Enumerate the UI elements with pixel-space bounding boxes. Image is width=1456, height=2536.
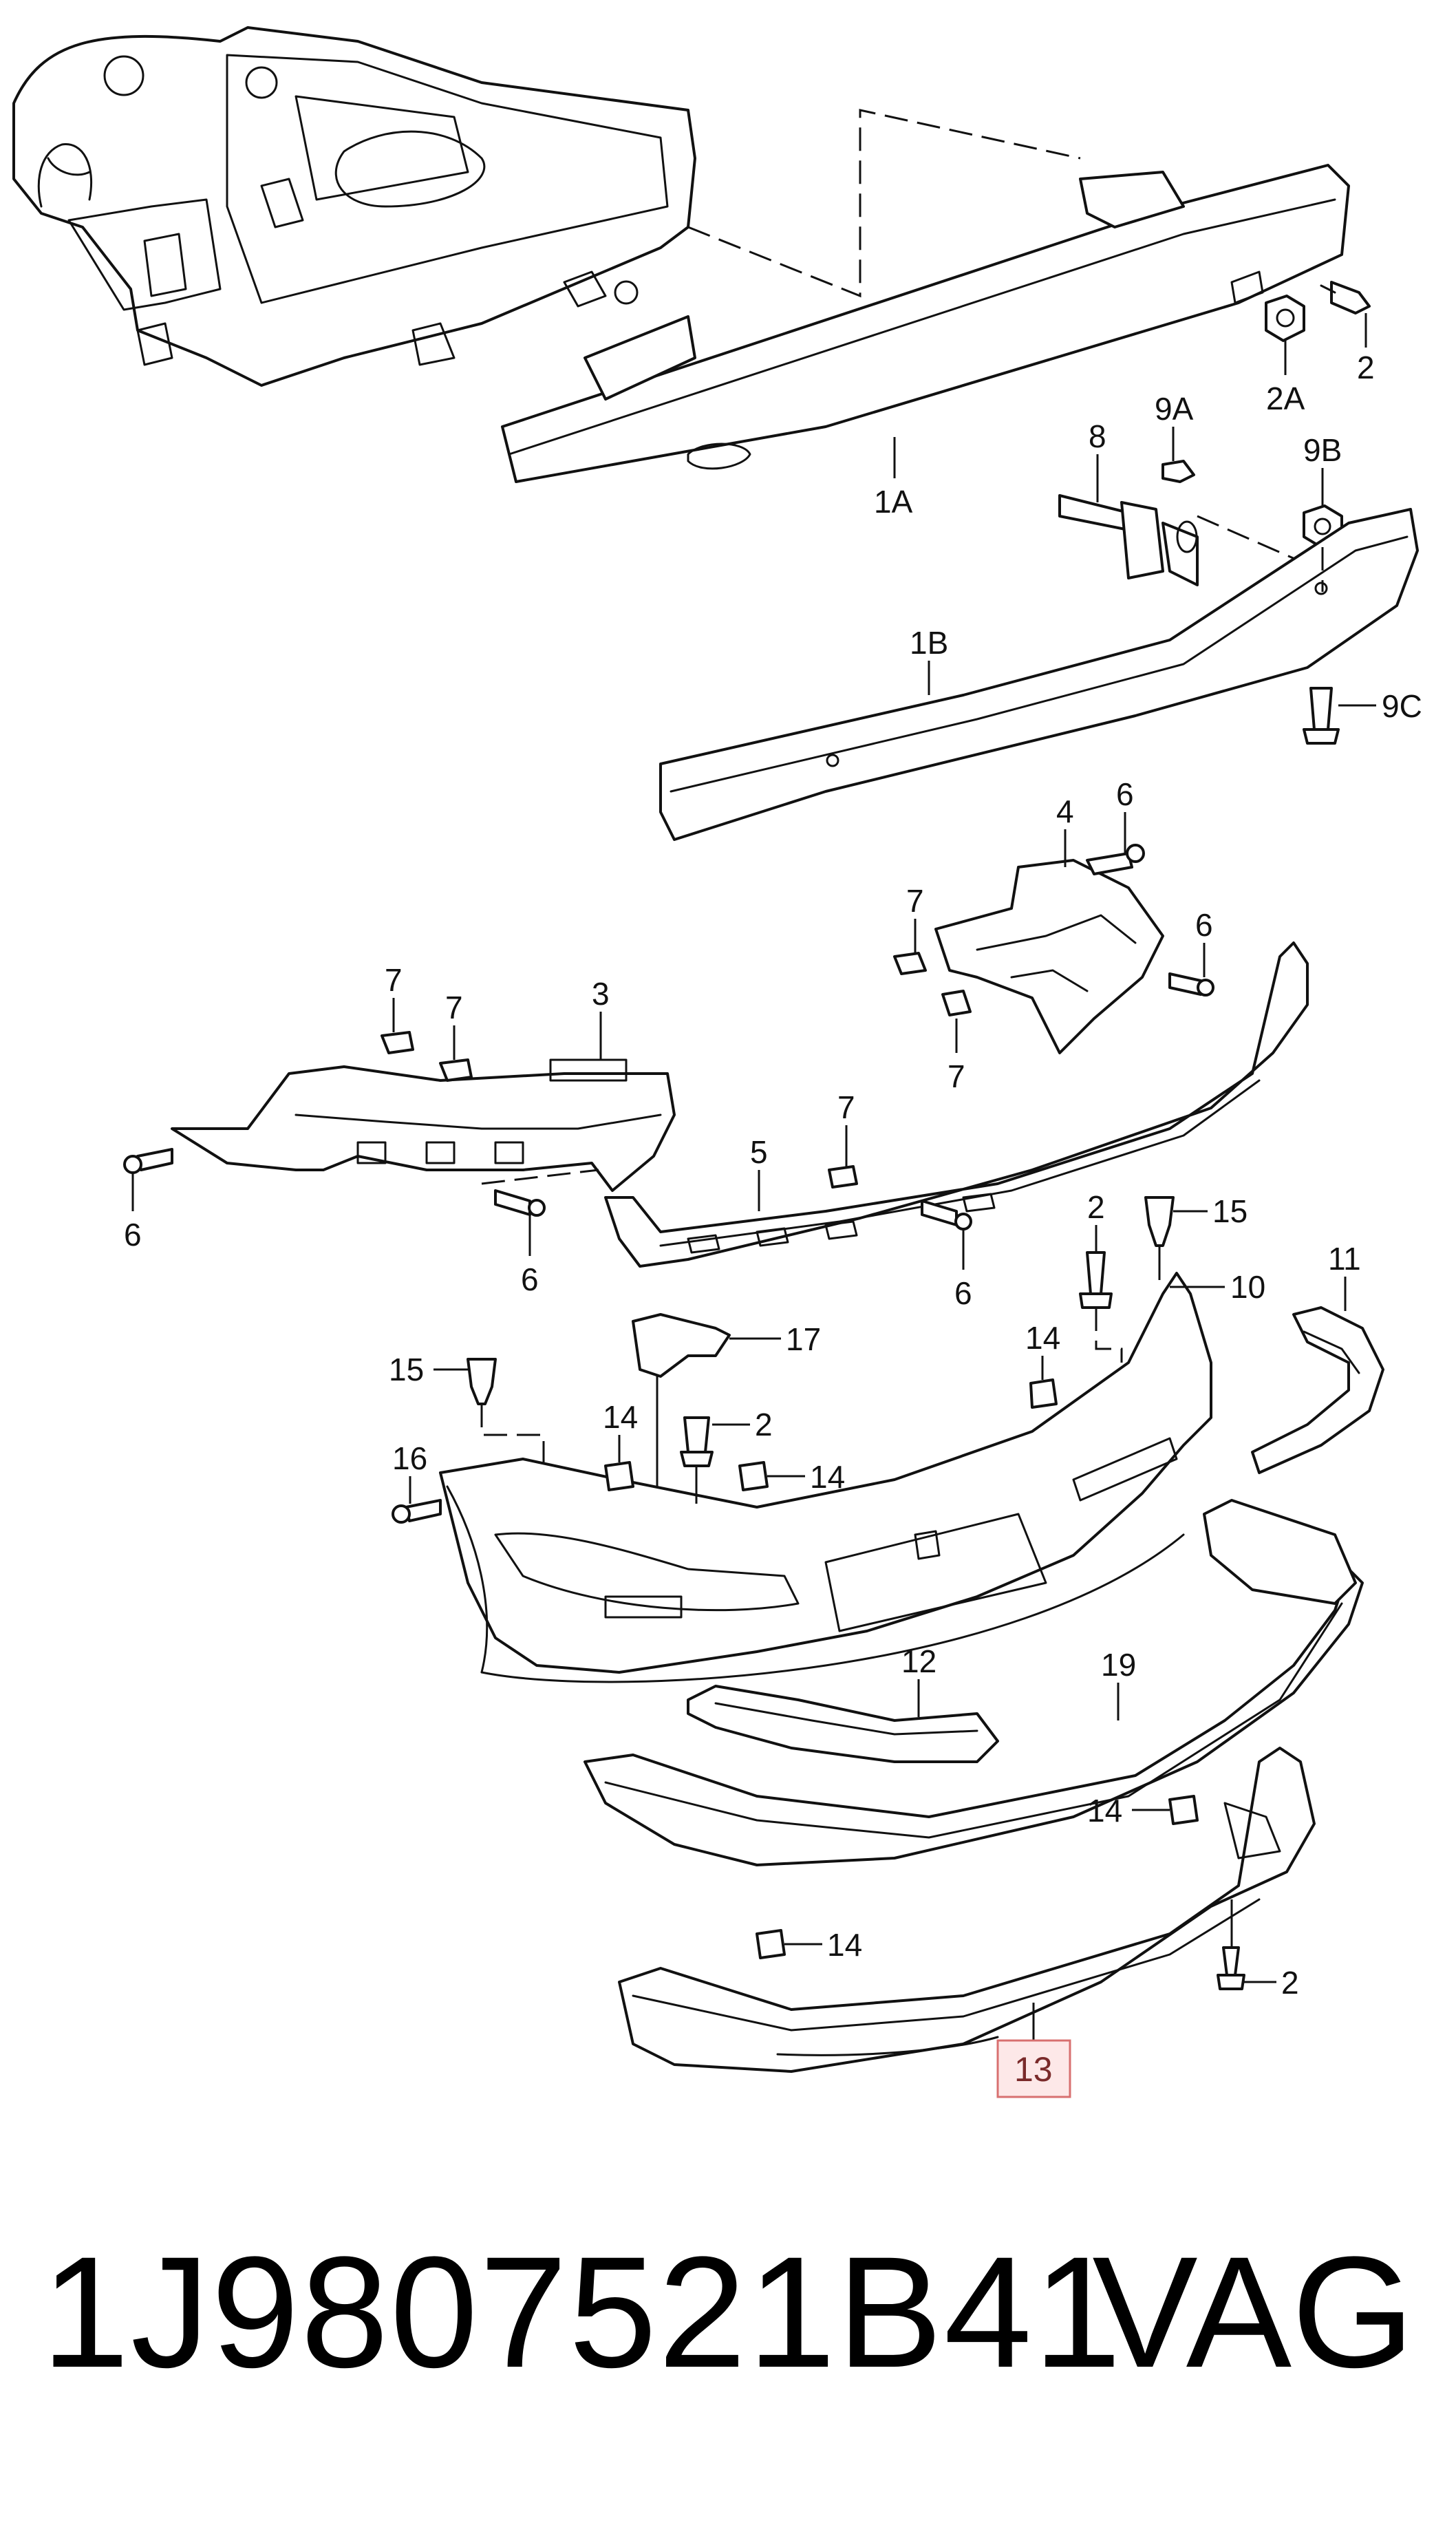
label-2-b: 2 (755, 1407, 773, 1442)
clip-7-d-icon (439, 1058, 473, 1082)
screw-6-e-icon (921, 1200, 972, 1230)
bolt-2-top-icon (1320, 281, 1371, 315)
label-14-a: 14 (1025, 1320, 1060, 1356)
label-15-r: 15 (1212, 1193, 1248, 1229)
label-6-d: 6 (521, 1261, 539, 1297)
clip-14-d-icon (1168, 1795, 1199, 1825)
label-1B: 1B (910, 625, 948, 661)
brand-name: VAG (1092, 2224, 1415, 2400)
clip-14-e-icon (756, 1929, 786, 1959)
dash-line-frame-to-1A (687, 109, 1081, 298)
dash-2mid (1095, 1308, 1123, 1363)
label-7-a: 7 (906, 883, 924, 919)
clip-7-c-icon (381, 1031, 414, 1054)
label-2A: 2A (1266, 381, 1305, 416)
screw-2-bottom-icon (1217, 1946, 1245, 1990)
clip-7-e-icon (828, 1165, 858, 1189)
label-6-a: 6 (1116, 776, 1134, 812)
part-3-left-bracket (171, 1058, 676, 1192)
part-17-bracket (632, 1313, 731, 1378)
label-1A: 1A (874, 484, 913, 520)
dash-3-6d (481, 1169, 599, 1185)
part-1B-bumper-bar (659, 508, 1419, 841)
dash-15l (480, 1404, 545, 1473)
part-10-bumper-cover (439, 1272, 1212, 1683)
label-14-b: 14 (603, 1399, 638, 1435)
label-7-b: 7 (948, 1058, 965, 1094)
footer: 1J9807521B41 VAG (0, 2223, 1456, 2402)
part-11-side-insert (1251, 1306, 1384, 1474)
bolt-9A-icon (1161, 460, 1195, 483)
label-9B: 9B (1303, 432, 1342, 468)
clip-15-r-icon (1144, 1196, 1175, 1247)
label-2-bottom: 2 (1281, 1965, 1299, 2001)
label-6-e: 6 (954, 1275, 972, 1311)
label-14-c: 14 (810, 1459, 845, 1495)
label-9C: 9C (1382, 688, 1422, 724)
label-16: 16 (392, 1440, 427, 1476)
screw-6-b-icon (1168, 972, 1214, 997)
clip-14-c-icon (738, 1461, 769, 1491)
label-2-mid: 2 (1087, 1189, 1105, 1225)
part-number: 1J9807521B41 (41, 2224, 1123, 2400)
bolt-2-mid-icon (1079, 1251, 1113, 1309)
part-8-holder-pin (1058, 494, 1199, 586)
label-7-e: 7 (837, 1089, 855, 1125)
label-13: 13 (1014, 2050, 1053, 2089)
label-19: 19 (1101, 1647, 1136, 1683)
part-5-bracket-strip (604, 941, 1309, 1268)
label-6-b: 6 (1195, 907, 1213, 943)
label-5: 5 (750, 1134, 768, 1170)
label-3: 3 (592, 976, 610, 1012)
screw-6-a-icon (1086, 844, 1145, 875)
clip-15-l-icon (467, 1358, 497, 1405)
part-13-spoiler (618, 1747, 1316, 2073)
label-6-c: 6 (124, 1217, 142, 1253)
screw-6-d-icon (494, 1189, 546, 1217)
part-19-lower-trim (584, 1568, 1364, 1866)
part-12-trim-strip (687, 1685, 999, 1763)
label-11: 11 (1328, 1241, 1361, 1277)
clip-14-b-icon (604, 1461, 634, 1491)
body-frame (12, 26, 696, 387)
label-15-l: 15 (389, 1352, 424, 1387)
clip-7-b-icon (941, 990, 972, 1016)
label-12: 12 (901, 1643, 936, 1679)
screw-16-icon (392, 1499, 442, 1524)
part-4-right-bracket (934, 859, 1164, 1054)
label-7-c: 7 (385, 962, 403, 998)
clip-14-a-icon (1029, 1378, 1058, 1409)
bolt-2-b-icon (680, 1416, 714, 1467)
label-17: 17 (786, 1321, 821, 1357)
part-19-upper-liner (1203, 1499, 1357, 1605)
label-9A: 9A (1155, 391, 1194, 427)
label-2-top: 2 (1357, 350, 1375, 385)
label-8: 8 (1089, 418, 1106, 454)
label-14-e: 14 (827, 1927, 862, 1963)
label-10: 10 (1230, 1269, 1265, 1305)
screw-6-c-icon (123, 1148, 173, 1174)
dash-8-9A (1197, 515, 1308, 566)
highlight-box-13 (996, 2039, 1071, 2098)
part-1A-beam (501, 164, 1350, 483)
label-4: 4 (1056, 793, 1074, 829)
label-14-d: 14 (1087, 1793, 1122, 1829)
label-7-d: 7 (445, 990, 463, 1025)
nut-2A-icon (1265, 295, 1305, 342)
screw-9C-icon (1303, 687, 1340, 745)
clip-7-a-icon (893, 952, 927, 975)
